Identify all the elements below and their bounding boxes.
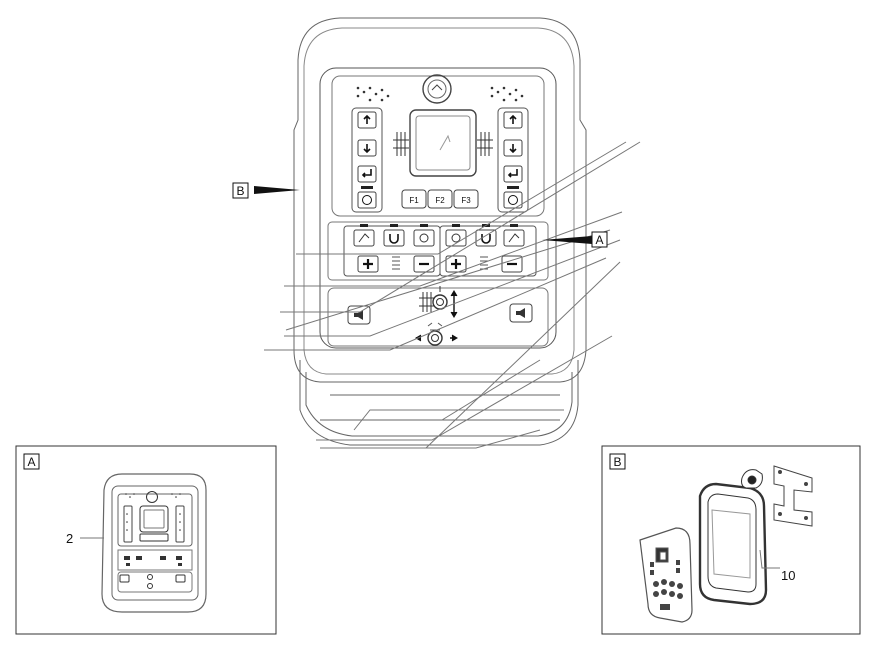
plus-button-right[interactable] [445, 255, 467, 273]
horn-button-left[interactable] [347, 305, 371, 325]
detail-a-frame: A 2 [15, 445, 277, 635]
level-icon-right [477, 132, 493, 156]
detail-a-tag: A [27, 455, 35, 469]
right-pad-key-3[interactable] [503, 229, 525, 247]
left-pad-keys [353, 229, 435, 273]
callout-a: A [542, 231, 608, 248]
minus-button-right[interactable] [501, 255, 523, 273]
right-pad-keys [445, 229, 525, 273]
right-pad-key-1[interactable] [445, 229, 467, 247]
f1-label: F1 [409, 196, 419, 205]
right-pad-key-2[interactable] [475, 229, 497, 247]
callout-a-label: A [595, 233, 603, 247]
display-screen [409, 109, 477, 177]
left-pad-key-2[interactable] [383, 229, 405, 247]
console-base [299, 360, 579, 446]
detail-b-connector [741, 469, 763, 489]
speaker-left-icon [356, 86, 390, 102]
minus-button-left[interactable] [413, 255, 435, 273]
arrow-up-button-right[interactable] [503, 111, 523, 129]
exploded-leader-lines [264, 141, 641, 449]
arrow-up-button-left[interactable] [357, 111, 377, 129]
callout-b-label: B [236, 184, 244, 198]
rotary-knob[interactable] [422, 74, 452, 104]
level-icon-left [393, 132, 409, 156]
left-button-column [351, 107, 383, 213]
callout-b: B [232, 182, 300, 199]
f3-button[interactable]: F3 [453, 189, 479, 209]
f2-button[interactable]: F2 [427, 189, 453, 209]
detail-b-leader: 10 [759, 549, 795, 583]
detail-a-console [101, 473, 207, 613]
detail-b-tag: B [613, 455, 621, 469]
level-icon-center [419, 292, 435, 312]
detail-b-frame: B [601, 445, 861, 635]
detail-b-faceplate [639, 527, 693, 623]
function-key-row: F1 F2 F3 [401, 189, 479, 209]
detail-a-item-number: 2 [66, 531, 73, 546]
right-button-column [497, 107, 529, 213]
joystick-upper[interactable] [432, 286, 458, 318]
detail-a-console-marks [124, 493, 182, 566]
left-pad-key-1[interactable] [353, 229, 375, 247]
detail-b-bracket [773, 465, 813, 527]
console-housing [293, 17, 587, 383]
f1-button[interactable]: F1 [401, 189, 427, 209]
mode-button-left[interactable] [357, 186, 377, 209]
enter-button-right[interactable] [503, 165, 523, 183]
left-pad-key-3[interactable] [413, 229, 435, 247]
speaker-right-icon [490, 86, 524, 102]
enter-button-left[interactable] [357, 165, 377, 183]
detail-b-housing [698, 482, 768, 606]
main-console [293, 17, 587, 446]
horn-button-right[interactable] [509, 303, 533, 323]
console-panel [319, 67, 557, 349]
mode-button-right[interactable] [503, 186, 523, 209]
detail-a-leader: 2 [66, 531, 104, 546]
arrow-down-button-left[interactable] [357, 139, 377, 157]
arrow-down-button-right[interactable] [503, 139, 523, 157]
plus-button-left[interactable] [357, 255, 379, 273]
detail-b-item-number: 10 [781, 568, 795, 583]
f2-label: F2 [435, 196, 445, 205]
left-pad-indicators [360, 224, 428, 270]
joystick-lower[interactable] [415, 322, 458, 346]
f3-label: F3 [461, 196, 471, 205]
